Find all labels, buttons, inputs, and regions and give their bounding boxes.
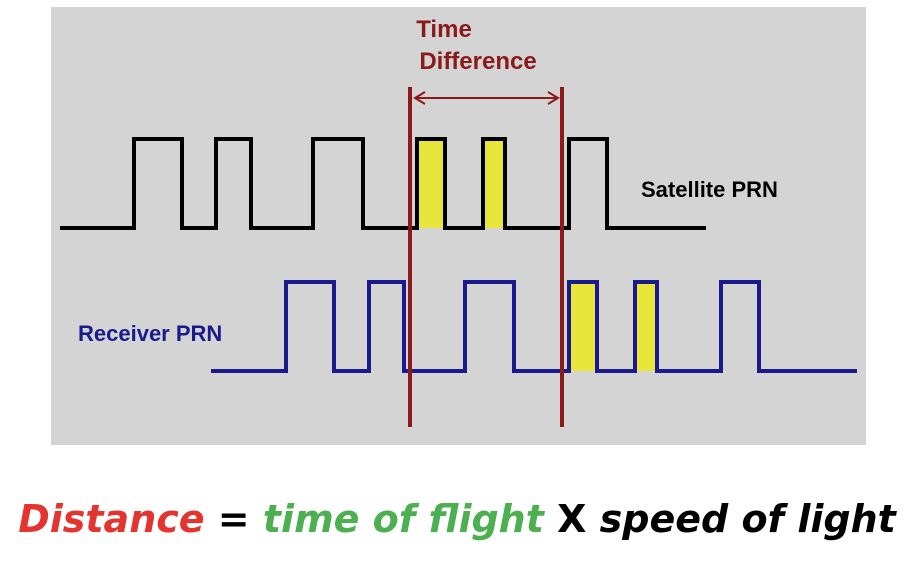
arrow-head-right-icon bbox=[547, 91, 560, 105]
satellite-highlight-1 bbox=[417, 140, 445, 228]
satellite-highlight-2 bbox=[483, 140, 505, 228]
receiver-highlight-2 bbox=[635, 283, 657, 371]
receiver-prn-label: Receiver PRN bbox=[78, 321, 222, 346]
receiver-prn-signal bbox=[211, 280, 857, 373]
diagram-panel: Time Difference Satellite PRN Receiver P… bbox=[51, 7, 866, 445]
arrow-head-left-icon bbox=[413, 91, 426, 105]
formula-time-of-flight: time of flight bbox=[262, 497, 544, 541]
receiver-highlight-1 bbox=[569, 283, 597, 371]
satellite-prn-label: Satellite PRN bbox=[641, 177, 778, 202]
time-difference-label-line2: Difference bbox=[419, 48, 536, 75]
formula-times: X bbox=[543, 497, 600, 541]
satellite-prn-signal bbox=[60, 137, 706, 230]
time-difference-label-line1: Time bbox=[416, 16, 472, 43]
prn-timing-diagram: Time Difference Satellite PRN Receiver P… bbox=[60, 16, 857, 427]
formula-distance: Distance bbox=[18, 497, 205, 541]
formula-speed-of-light: speed of light bbox=[599, 497, 896, 541]
formula-equals: = bbox=[204, 497, 263, 541]
distance-formula: Distance = time of flight X speed of lig… bbox=[0, 497, 914, 541]
